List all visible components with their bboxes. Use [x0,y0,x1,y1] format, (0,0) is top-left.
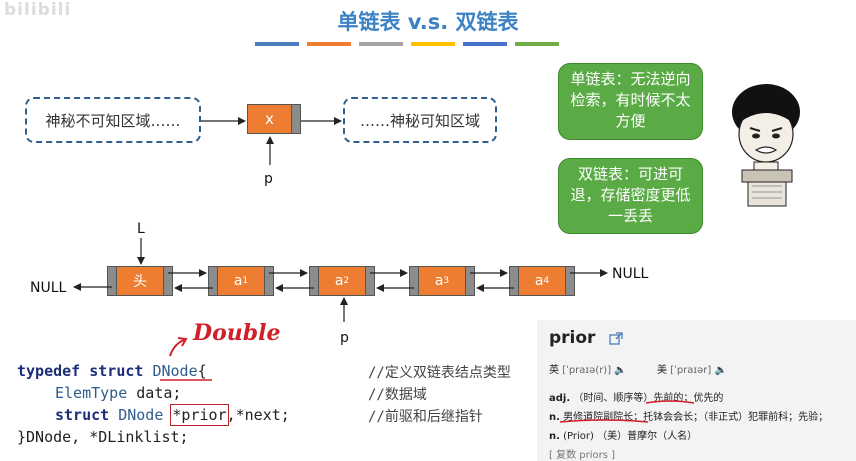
keyword: struct [55,406,110,424]
node-next-pointer [291,104,301,134]
uk-label: 英 [549,365,559,376]
red-annotation-arrowhead [177,337,188,347]
code-line-4: }DNode, *DLinklist; [17,428,189,446]
node-data-base: a [434,273,444,289]
dict-word: prior [549,328,596,348]
prior-pointer [409,266,419,296]
next-pointer [365,266,375,296]
definition-1: adj. （时间、顺序等）先前的；优先的 [549,389,723,404]
part-of-speech: n. [549,412,560,423]
code-line-3: struct DNode *prior,*next; [55,404,290,426]
next-pointer [565,266,575,296]
swatch [255,42,299,46]
meme-avatar-icon [732,84,800,207]
definition-2: n. 男修道院副院长；托钵会会长；（非正式）犯罪前科；先验； [549,408,828,423]
node-data-base: a [534,273,544,289]
red-underline [559,419,649,423]
node-data-x: x [247,104,291,134]
definition-text: （时间、顺序等）先前的；优先的 [573,393,724,404]
swatch [463,42,507,46]
type-name: DNode [152,362,198,380]
double-list-bubble: 双链表：可进可退，存储密度更低一丢丢 [558,158,703,234]
red-annotation-arrow [169,339,185,357]
single-list-node: x [247,104,301,134]
brace: { [197,362,207,380]
head-node: 头 [107,266,173,296]
us-pronunciation: 美 [ˈpraɪər] 🔈 [657,361,727,376]
swatch [307,42,351,46]
node-data-sub: 2 [343,276,350,286]
head-pointer-L: L [137,221,145,237]
handwritten-double-note: Double [193,320,281,346]
node-data-sub: 4 [543,276,550,286]
plural-form: [ 复数 priors ] [549,450,616,461]
type-name: DNode [118,406,164,424]
red-underline [645,400,695,404]
code-line-1: typedef struct DNode{ [17,360,207,382]
node-data-sub: 3 [443,276,450,286]
boxed-prior: *prior [170,404,229,426]
null-right-label: NULL [612,266,649,282]
bilibili-watermark: bilibili [4,0,72,20]
part-of-speech: n. [549,431,560,442]
pointer-p-label: p [340,330,349,346]
code-comment: //前驱和后继指针 [368,409,483,425]
prior-pointer [309,266,319,296]
slide-title: 单链表 v.s. 双链表 [337,10,519,34]
pointer-p-label: p [264,171,273,187]
node-data-base: a [334,273,344,289]
next-pointer [465,266,475,296]
swatch [359,42,403,46]
definition-text: (Prior) （美）普摩尔（人名） [563,431,698,442]
type-name: ElemType [55,384,128,402]
dictionary-panel: prior 英 [ˈpraɪə(r)] 🔈 美 [ˈpraɪər] 🔈 adj.… [537,320,856,461]
us-label: 美 [657,365,667,376]
expand-icon[interactable] [609,332,623,346]
code-line-2: ElemType data; [55,382,181,404]
prior-pointer [509,266,519,296]
keyword: struct [89,362,144,380]
uk-pronunciation: 英 [ˈpraɪə(r)] 🔈 [549,361,627,376]
node-data-sub: 1 [242,276,249,286]
node-data-base: a [233,273,243,289]
definition-text: 男修道院副院长；托钵会会长；（非正式）犯罪前科；先验； [563,412,829,423]
prior-pointer [107,266,117,296]
swatch [411,42,455,46]
code-text: data; [127,384,182,402]
uk-phonetic: [ˈpraɪə(r)] [562,365,612,376]
null-left-label: NULL [30,280,67,296]
known-region-box: ……神秘可知区域 [343,97,497,143]
next-pointer [163,266,173,296]
swatch [515,42,559,46]
single-list-bubble: 单链表：无法逆向检索，有时候不太方便 [558,63,703,140]
us-phonetic: [ˈpraɪər] [670,365,712,376]
code-comment: //定义双链表结点类型 [368,365,511,381]
speaker-icon[interactable]: 🔈 [714,365,727,376]
definition-3: n. (Prior) （美）普摩尔（人名） [549,427,697,442]
prior-pointer [208,266,218,296]
next-pointer [264,266,274,296]
code-text: ,*next; [226,406,290,424]
code-comment: //数据域 [368,387,427,403]
unknown-region-box: 神秘不可知区域…… [25,97,201,143]
speaker-icon[interactable]: 🔈 [614,365,627,376]
part-of-speech: adj. [549,393,571,404]
head-node-label: 头 [117,266,163,296]
keyword: typedef [17,362,81,380]
color-swatch-bar [255,42,559,46]
